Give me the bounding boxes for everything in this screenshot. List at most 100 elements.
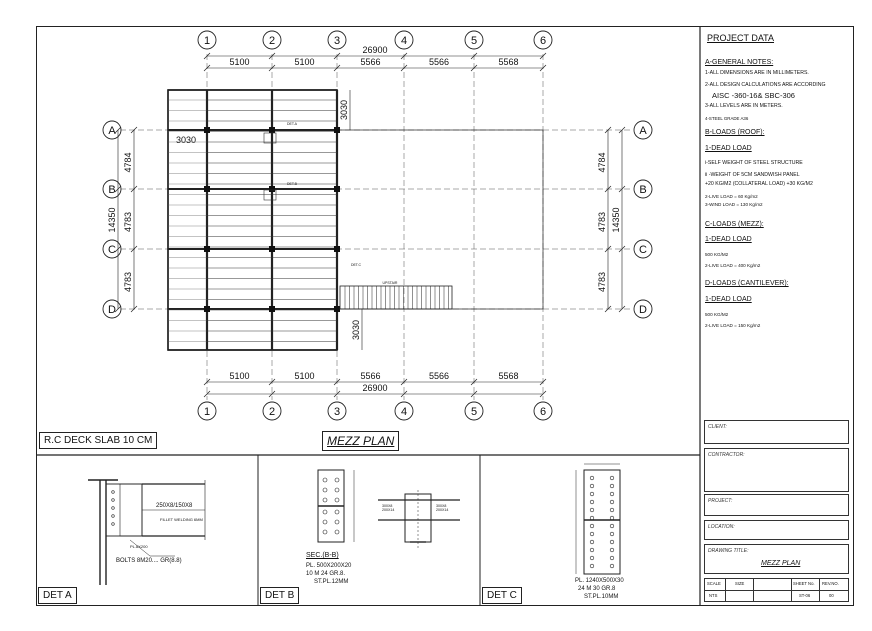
- det-b-bolt: [334, 519, 340, 525]
- detail-ref-b: DET.B: [287, 182, 298, 186]
- column-marker: [269, 127, 275, 133]
- det-b-label: DET B: [260, 587, 300, 604]
- dim-tick-bottom: [539, 390, 547, 398]
- dim-tick-bottom: [268, 378, 276, 386]
- det-c-note-1: PL. 1240X500X30: [575, 578, 624, 584]
- dim-tick-top: [470, 64, 478, 72]
- mezz-note-1: 500 KG/M2: [705, 252, 729, 257]
- grid-bubble-top-4: [394, 30, 414, 50]
- det-a-bolts-text: BOLTS 8M20.... GR(8.8): [116, 558, 182, 564]
- det-c-bolt: [609, 523, 615, 529]
- dim-tick-top: [203, 64, 211, 72]
- grid-bubble-left-B: [102, 179, 122, 199]
- det-c-bolt: [589, 515, 595, 521]
- det-b-bolt: [322, 487, 328, 493]
- column-marker: [204, 246, 210, 252]
- dim-vtick-left: [114, 245, 122, 253]
- dim-row-span-right-2: 4783: [597, 212, 607, 232]
- grid-label-right-A: A: [639, 125, 647, 137]
- dim-cantilever-bottom-label: 3030: [351, 320, 361, 340]
- grid-label-top-3: 3: [334, 35, 340, 47]
- column-marker: [204, 306, 210, 312]
- cantilever-note-2: 2-LIVE LOAD = 150 Kg/m2: [705, 323, 761, 328]
- grid-label-bottom-3: 3: [334, 406, 340, 418]
- dim-total-top: 26900: [362, 45, 387, 55]
- detail-ref-c: DET.C: [351, 263, 362, 267]
- roof-note-5: 3-WIND LOAD = 130 Kg/m2: [705, 202, 763, 207]
- det-b-note-3: ST.PL.12MM: [314, 579, 349, 585]
- roof-note-4: 2-LIVE LOAD = 60 Kg/m2: [705, 194, 758, 199]
- dim-tick-top: [333, 64, 341, 72]
- dim-span-top-4: 5566: [429, 57, 449, 67]
- rev-no-value: 00: [829, 593, 834, 598]
- grid-bubble-bottom-5: [464, 401, 484, 421]
- cantilever-dead-load: 1-DEAD LOAD: [705, 296, 752, 303]
- det-c-bolt: [589, 547, 595, 553]
- roof-note-2: ii -WEIGHT OF 5CM SANDWISH PANEL: [705, 172, 800, 178]
- mezz-dead-load: 1-DEAD LOAD: [705, 236, 752, 243]
- det-b-note-2: 10 M 24 GR.8.: [306, 571, 346, 577]
- client-box: CLIENT:: [704, 420, 849, 444]
- grid-label-bottom-4: 4: [401, 406, 407, 418]
- det-c-bolt: [589, 531, 595, 537]
- dim-row-span-left-1: 4784: [123, 152, 133, 172]
- location-box: LOCATION:: [704, 520, 849, 540]
- location-label: LOCATION:: [708, 524, 735, 530]
- column-marker: [334, 246, 340, 252]
- dim-vtick-right: [604, 245, 612, 253]
- grid-label-left-C: C: [108, 244, 116, 256]
- det-a-bolt: [111, 490, 115, 494]
- dim-vtick-left: [114, 305, 122, 313]
- scale-value: NTS: [709, 593, 718, 598]
- dim-tick-bottom: [470, 378, 478, 386]
- det-b-bolt: [334, 529, 340, 535]
- det-b-bolt: [322, 477, 328, 483]
- roof-dead-load: 1-DEAD LOAD: [705, 145, 752, 152]
- det-a-bolt: [111, 506, 115, 510]
- roof-note-1: i-SELF WEIGHT OF STEEL STRUCTURE: [705, 160, 803, 166]
- grid-label-right-C: C: [639, 244, 647, 256]
- grid-bubble-right-C: [633, 239, 653, 259]
- column-marker: [269, 306, 275, 312]
- det-c-bolt: [589, 507, 595, 513]
- det-b-tag-2: 300X8 200X14: [436, 504, 449, 512]
- grid-bubble-top-3: [327, 30, 347, 50]
- det-c-bolt: [589, 539, 595, 545]
- dim-tick-bottom: [400, 378, 408, 386]
- general-note-2: 2-ALL DESIGN CALCULATIONS ARE ACCORDING: [705, 82, 826, 88]
- dim-tick-bottom: [203, 378, 211, 386]
- det-c-note-3: ST.PL.10MM: [584, 594, 619, 600]
- rev-no-header: REV.NO.: [822, 581, 839, 586]
- grid-bubble-top-1: [197, 30, 217, 50]
- dim-tick-top: [333, 52, 341, 60]
- dim-vtick-left: [130, 126, 138, 134]
- general-note-1: 1-ALL DIMENSIONS ARE IN MILLIMETERS.: [705, 70, 809, 76]
- dim-span-top-3: 5566: [360, 57, 380, 67]
- grid-bubble-top-5: [464, 30, 484, 50]
- plan-title: MEZZ PLAN: [322, 431, 400, 451]
- grid-label-right-B: B: [639, 184, 646, 196]
- project-data-heading: PROJECT DATA: [707, 33, 775, 43]
- dim-vtick-left: [114, 185, 122, 193]
- dim-span-bottom-1: 5100: [229, 371, 249, 381]
- det-c-label: DET C: [482, 587, 522, 604]
- dim-vtick-left: [130, 185, 138, 193]
- dim-tick-top: [400, 52, 408, 60]
- dim-tick-bottom: [203, 390, 211, 398]
- slab-label: R.C DECK SLAB 10 CM: [39, 432, 158, 449]
- contractor-label: CONTRACTOR:: [708, 452, 745, 458]
- roof-note-3: +20 KG/M2 (COLLATERAL LOAD) +30 KG/M2: [705, 181, 813, 187]
- det-b-bolt: [334, 487, 340, 493]
- scale-header: SCALE: [707, 581, 721, 586]
- dim-vtick-right: [618, 245, 626, 253]
- detail-ref-a: DET.A: [287, 122, 298, 126]
- det-b-bolt: [334, 509, 340, 515]
- size-header: SIZE: [735, 581, 745, 586]
- grid-bubble-top-6: [533, 30, 553, 50]
- det-a-plate-text: PL.8X200: [130, 544, 148, 549]
- general-note-4: 3-ALL LEVELS ARE IN METERS.: [705, 103, 783, 109]
- dim-vtick-left: [114, 126, 122, 134]
- det-c-bolt: [609, 539, 615, 545]
